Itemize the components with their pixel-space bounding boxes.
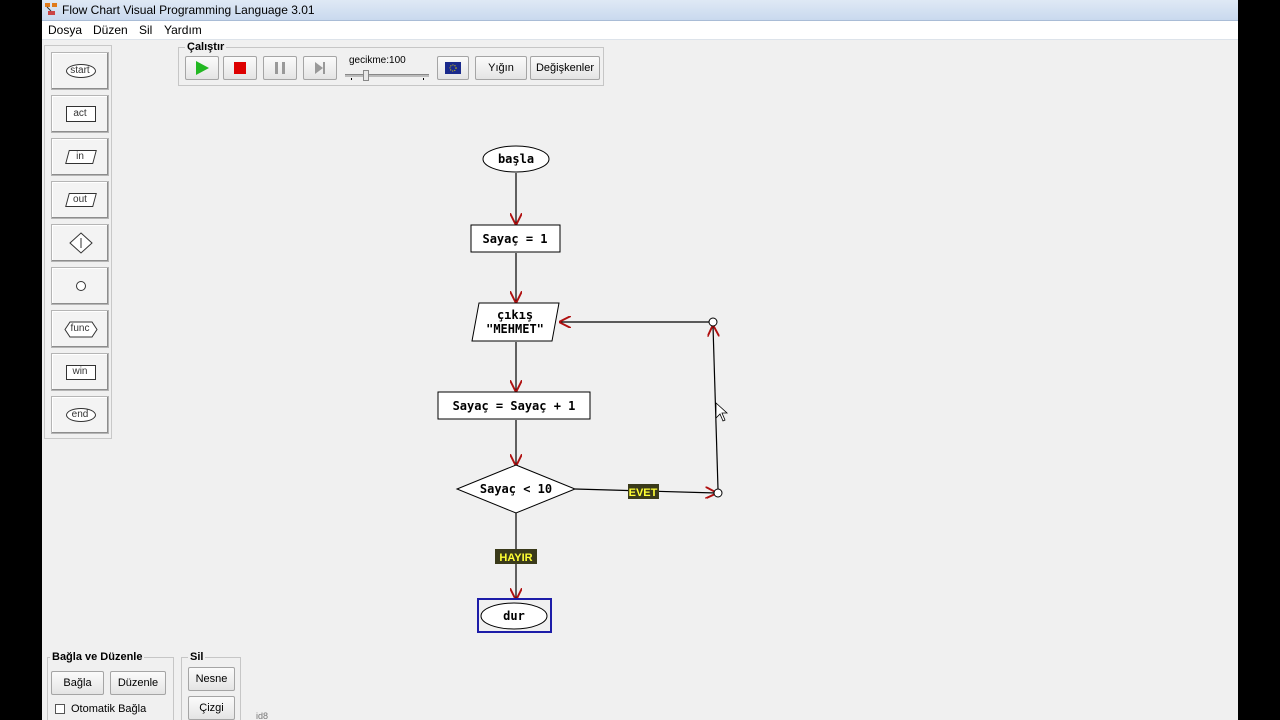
pause-button[interactable]: [263, 56, 297, 80]
terminal-end-shape-icon: [66, 408, 96, 422]
menu-bar: Dosya Düzen Sil Yardım: [42, 21, 1238, 40]
tool-win-label: win: [72, 366, 88, 377]
menu-yardim[interactable]: Yardım: [164, 23, 202, 37]
delay-slider[interactable]: [343, 70, 431, 81]
node-condition-label: Sayaç < 10: [480, 482, 552, 496]
node-init[interactable]: Sayaç = 1: [470, 224, 561, 253]
run-button[interactable]: [185, 56, 219, 80]
delete-line-button[interactable]: Çizgi: [188, 696, 235, 720]
tool-act-button[interactable]: act: [51, 95, 109, 133]
auto-connect-label: Otomatik Bağla: [71, 703, 147, 715]
menu-dosya[interactable]: Dosya: [48, 23, 83, 37]
delay-label: gecikme:100: [349, 55, 406, 66]
stop-icon: [234, 62, 246, 74]
tool-out-button[interactable]: out: [51, 181, 109, 219]
settings-flag-button[interactable]: [437, 56, 469, 80]
branch-yes-badge: EVET: [628, 484, 659, 499]
node-condition-shape: [455, 464, 577, 514]
connector-point-top[interactable]: [708, 317, 718, 327]
delete-panel: Sil Nesne Çizgi: [181, 651, 241, 720]
connect-panel-title: Bağla ve Düzenle: [50, 651, 145, 663]
tool-in-label: in: [76, 151, 84, 162]
node-start-shape: [482, 145, 550, 173]
app-window: Flow Chart Visual Programming Language 3…: [42, 0, 1238, 720]
arrow-loop-up[interactable]: [713, 326, 718, 490]
tool-start-button[interactable]: start: [51, 52, 109, 90]
variables-button[interactable]: Değişkenler: [530, 56, 600, 80]
edit-button[interactable]: Düzenle: [110, 671, 166, 695]
node-init-shape: [470, 224, 561, 253]
delay-slider-thumb[interactable]: [363, 70, 369, 81]
tool-start-label: start: [70, 65, 90, 76]
decision-diamond-icon: [69, 232, 93, 254]
node-init-label: Sayaç = 1: [482, 232, 547, 246]
flowchart-canvas[interactable]: başla Sayaç = 1 çıkış "MEHMET" Sayaç = S…: [42, 0, 1238, 720]
delay-slider-track: [345, 74, 429, 77]
delay-slider-tick-max: [423, 78, 424, 80]
node-end-selection: [477, 598, 552, 633]
flag-icon: [445, 62, 461, 74]
branch-no-label: HAYIR: [499, 552, 532, 564]
tool-decision-button[interactable]: [51, 224, 109, 262]
run-panel-title: Çalıştır: [185, 41, 227, 53]
tool-act-label: act: [73, 108, 87, 119]
connect-panel: Bağla ve Düzenle Bağla Düzenle Otomatik …: [47, 651, 174, 720]
pause-icon: [275, 62, 285, 74]
branch-yes-bg: [628, 484, 659, 499]
branch-yes-label: EVET: [629, 487, 658, 499]
tool-func-label: func: [70, 323, 90, 334]
auto-connect-checkbox[interactable]: [55, 704, 65, 714]
branch-no-bg: [495, 549, 537, 564]
node-increment[interactable]: Sayaç = Sayaç + 1: [437, 391, 591, 420]
step-forward-icon: [315, 62, 325, 74]
node-output-shape: [471, 302, 560, 342]
window-title: Flow Chart Visual Programming Language 3…: [62, 3, 315, 17]
delete-object-button[interactable]: Nesne: [188, 667, 235, 691]
process-shape-icon: [66, 106, 96, 122]
step-button[interactable]: [303, 56, 337, 80]
delay-slider-tick-min: [351, 78, 352, 80]
node-end-shape: [480, 602, 548, 630]
connector-circle-icon: [76, 281, 86, 291]
run-panel: Çalıştır gecikme:100 Yığın Değişkenler: [178, 41, 604, 86]
play-icon: [196, 61, 209, 75]
tool-connector-button[interactable]: [51, 267, 109, 305]
menu-sil[interactable]: Sil: [139, 23, 153, 37]
node-end[interactable]: dur: [477, 598, 552, 633]
tool-in-button[interactable]: in: [51, 138, 109, 176]
status-id: id8: [256, 711, 269, 720]
tool-win-button[interactable]: win: [51, 353, 109, 391]
node-condition[interactable]: Sayaç < 10: [455, 464, 577, 514]
node-end-label: dur: [503, 609, 525, 623]
node-output[interactable]: çıkış "MEHMET": [471, 302, 560, 342]
terminal-shape-icon: [66, 64, 96, 78]
tool-end-label: end: [71, 409, 89, 420]
stack-button[interactable]: Yığın: [475, 56, 527, 80]
connect-button[interactable]: Bağla: [51, 671, 104, 695]
node-output-line1: çıkış: [497, 308, 533, 322]
stop-button[interactable]: [223, 56, 257, 80]
tool-out-label: out: [73, 194, 87, 205]
window-shape-icon: [66, 365, 96, 380]
app-flowchart-icon: [45, 3, 57, 15]
menu-duzen[interactable]: Düzen: [93, 23, 128, 37]
node-start-label: başla: [498, 152, 534, 166]
node-start[interactable]: başla: [482, 145, 550, 173]
function-shape-icon: [64, 321, 98, 338]
tool-func-button[interactable]: func: [51, 310, 109, 348]
node-output-line2: "MEHMET": [486, 322, 544, 336]
node-increment-label: Sayaç = Sayaç + 1: [453, 399, 576, 413]
title-bar: Flow Chart Visual Programming Language 3…: [42, 0, 1238, 21]
connector-point-bottom[interactable]: [713, 488, 723, 498]
delete-panel-title: Sil: [188, 651, 206, 663]
mouse-cursor-icon: [715, 402, 729, 422]
branch-no-badge: HAYIR: [495, 549, 537, 564]
node-increment-shape: [437, 391, 591, 420]
shape-toolbox: start act in out func: [44, 45, 112, 439]
tool-end-button[interactable]: end: [51, 396, 109, 434]
